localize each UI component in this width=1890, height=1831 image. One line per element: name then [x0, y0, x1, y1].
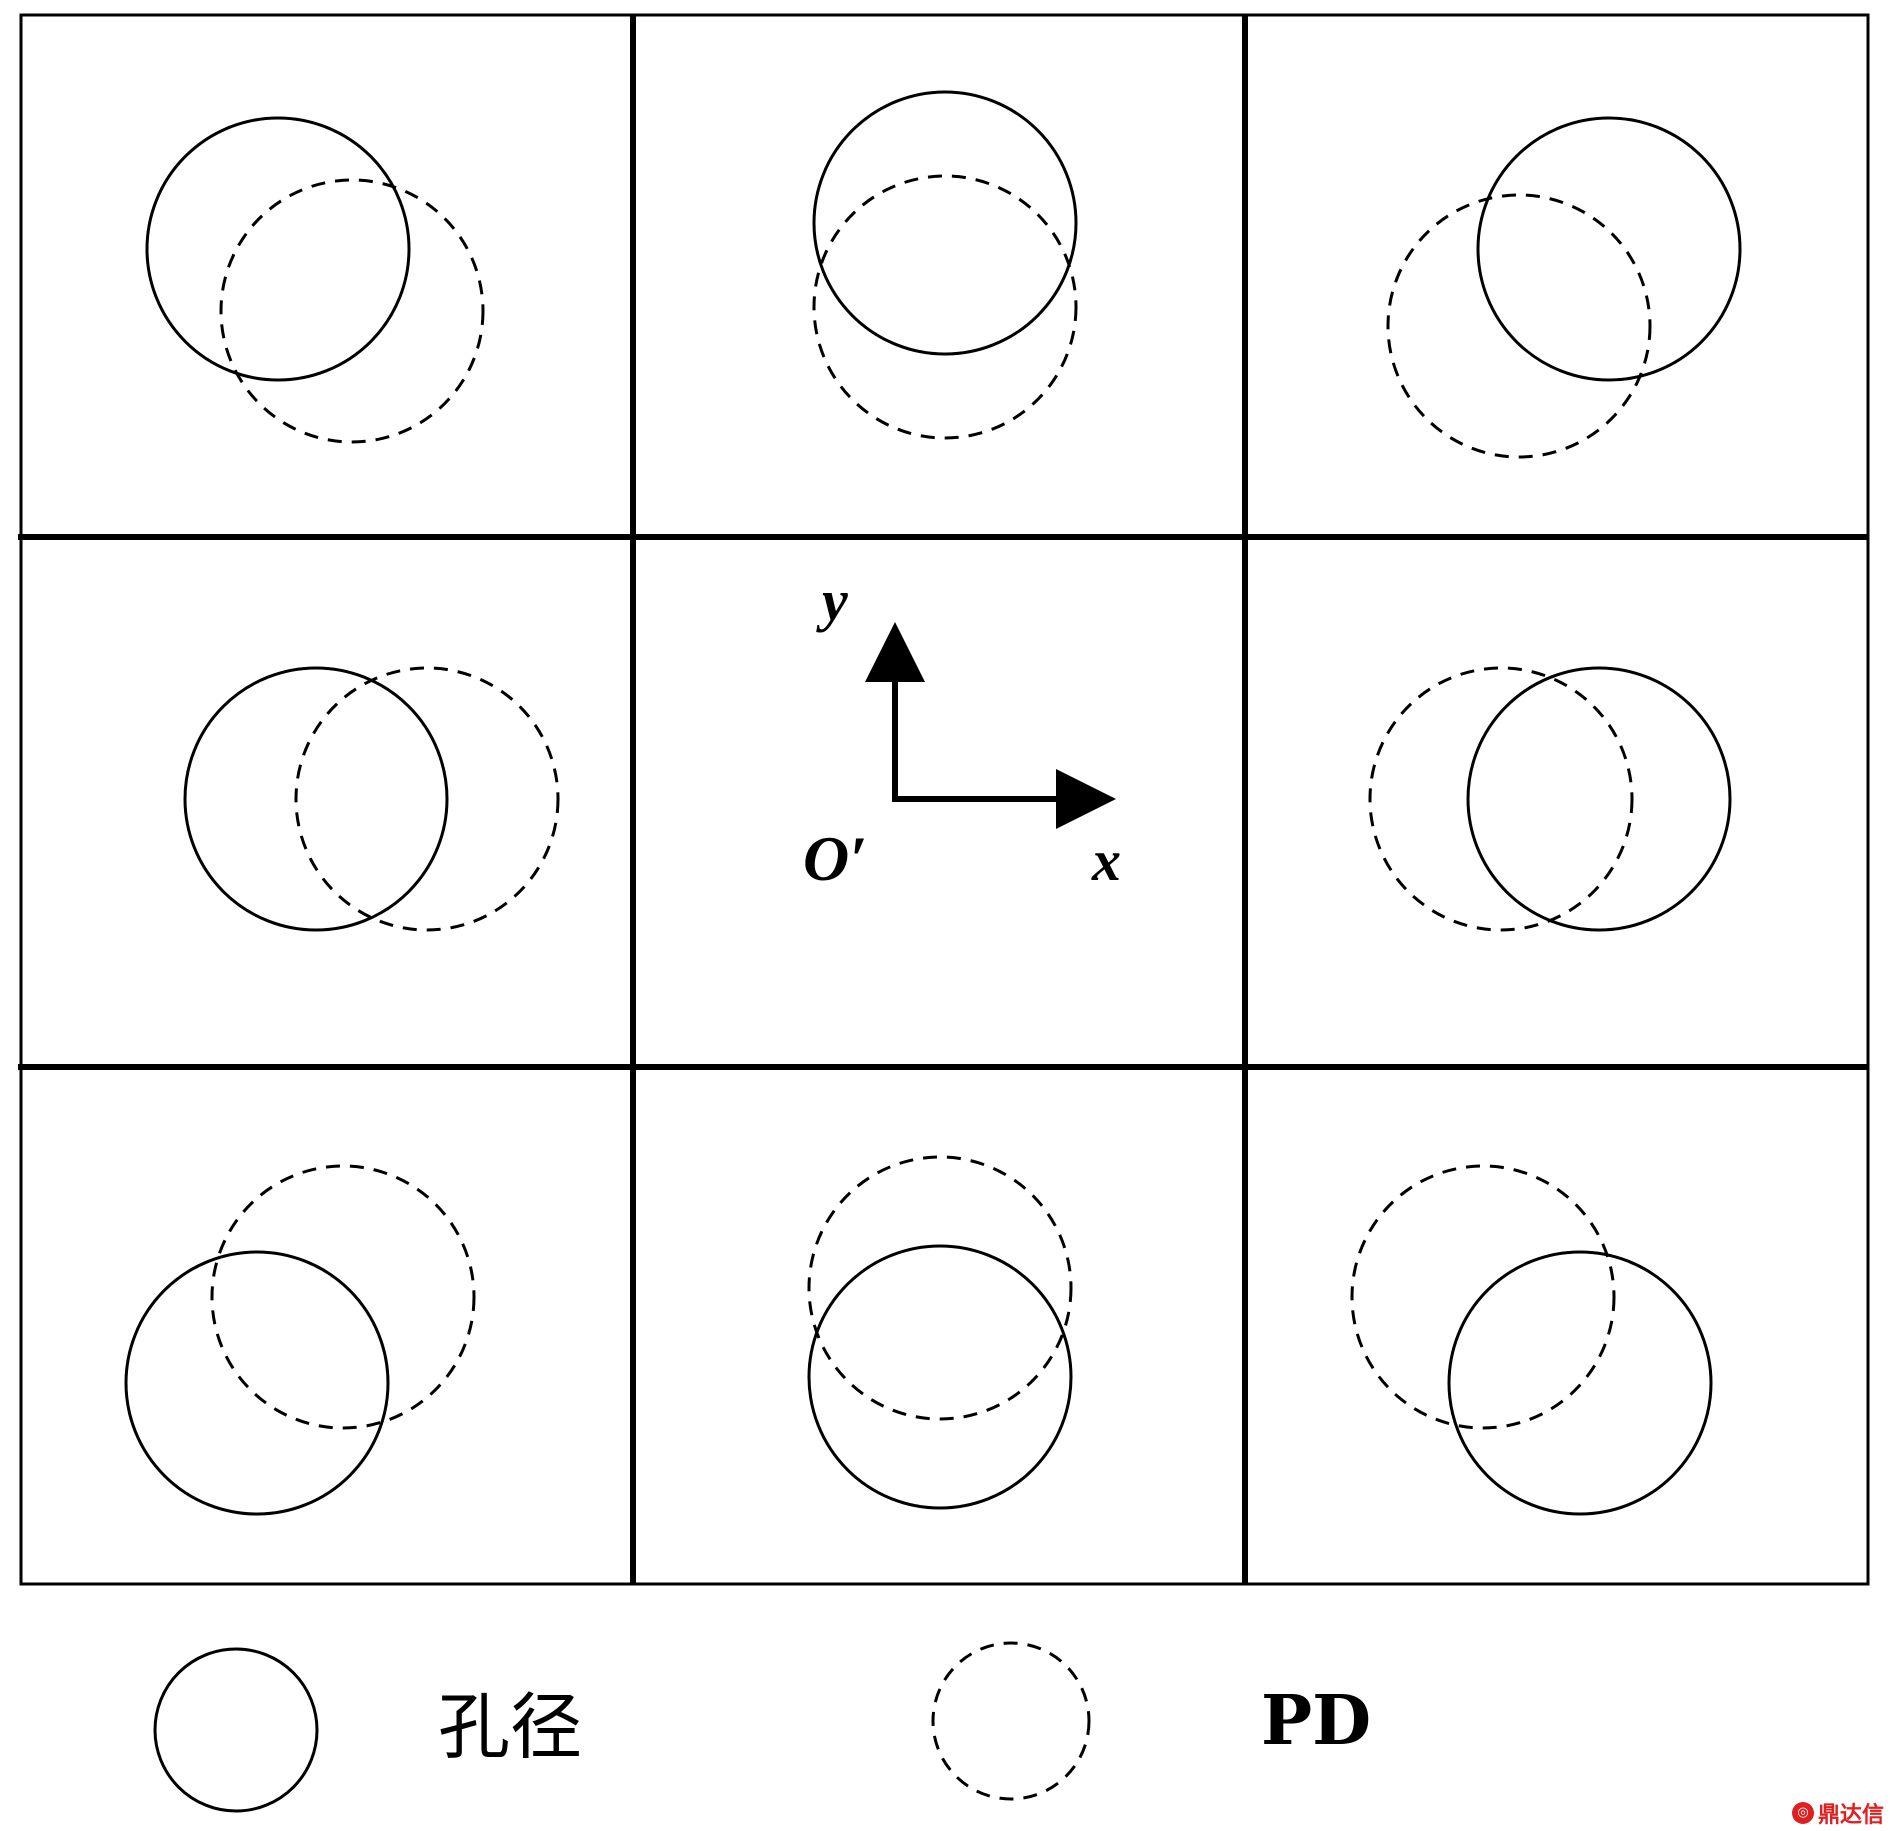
- pd-circle: [1350, 1164, 1616, 1430]
- cell-bottom-left: [124, 1164, 476, 1516]
- cell-top-right: [1386, 116, 1742, 459]
- cell-top-left: [145, 116, 485, 444]
- cell-bottom-right: [1350, 1164, 1713, 1516]
- pd-circle: [210, 1164, 476, 1430]
- aperture-circle: [1466, 666, 1732, 932]
- aperture-circle: [807, 1244, 1073, 1510]
- legend-dashed-label: PD: [1261, 1681, 1371, 1761]
- aperture-circle: [812, 90, 1078, 356]
- pd-circle: [1386, 193, 1652, 459]
- cell-middle-left: [183, 666, 560, 932]
- aperture-circle: [1476, 116, 1742, 382]
- cell-top-center: [812, 90, 1078, 440]
- pd-circle: [807, 1155, 1073, 1421]
- legend-dashed-circle-icon: [931, 1641, 1091, 1801]
- aperture-circle: [183, 666, 449, 932]
- pd-circle: [294, 666, 560, 932]
- origin-label: O′: [803, 823, 867, 894]
- legend-solid-label: 孔径: [438, 1685, 582, 1769]
- watermark-text: 鼎达信: [1817, 1803, 1884, 1828]
- x-axis-label: x: [1091, 828, 1121, 893]
- cell-middle-right: [1368, 666, 1732, 932]
- aperture-circle: [124, 1250, 390, 1516]
- watermark-logo-icon: ◎: [1791, 1802, 1814, 1824]
- legend-solid-circle-icon: [153, 1647, 319, 1813]
- aperture-circle: [145, 116, 411, 382]
- cell-middle-center: y x O′: [803, 568, 1121, 894]
- watermark: ◎ 鼎达信: [1791, 1797, 1884, 1829]
- pd-circle: [812, 174, 1078, 440]
- pd-circle: [219, 178, 485, 444]
- legend: 孔径 PD: [153, 1641, 1371, 1813]
- y-axis-label: y: [816, 568, 848, 633]
- aperture-circle: [1447, 1250, 1713, 1516]
- pd-circle: [1368, 666, 1634, 932]
- grid-frame: [19, 13, 1870, 1586]
- cell-bottom-center: [807, 1155, 1073, 1510]
